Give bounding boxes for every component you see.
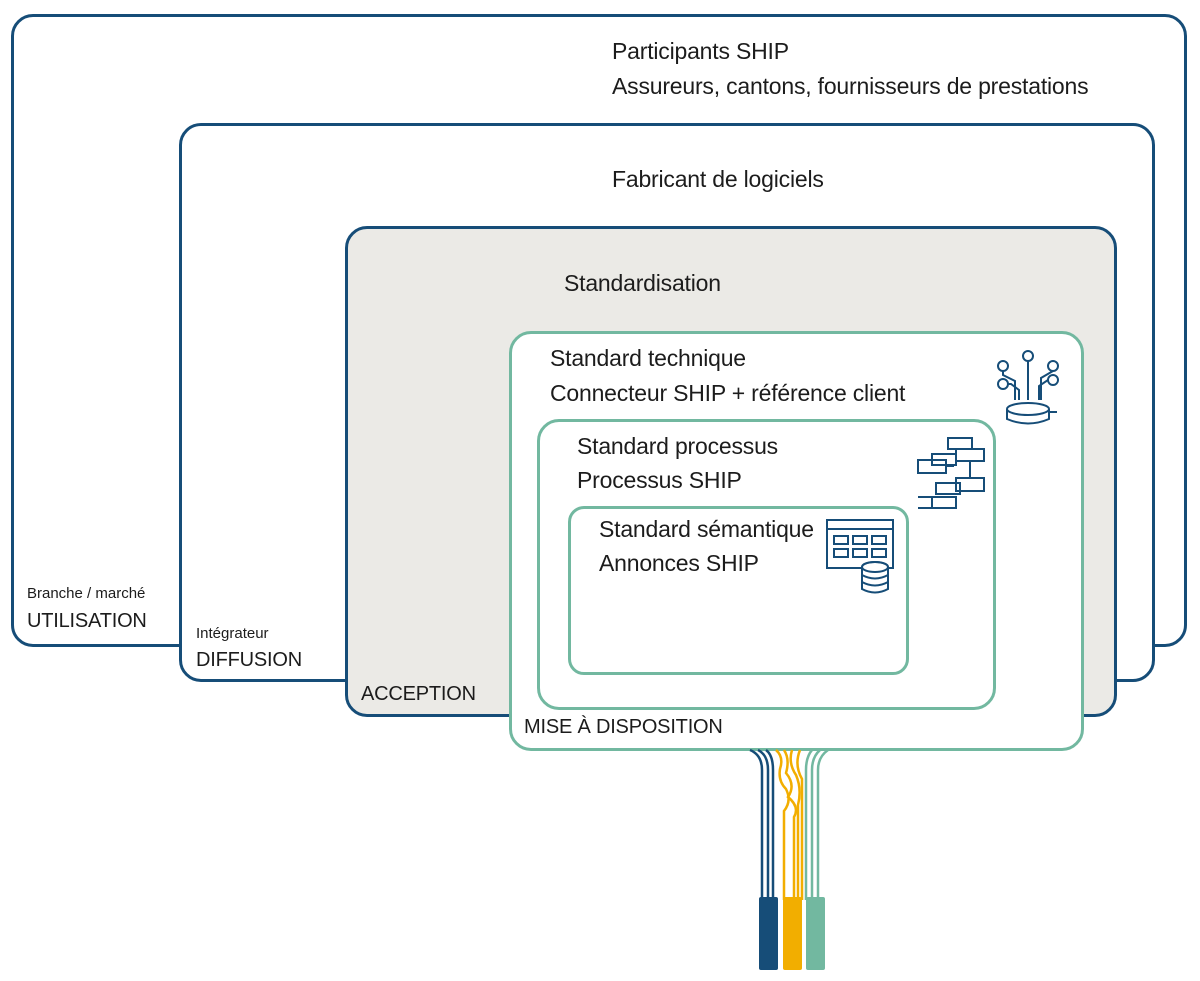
software-title: Fabricant de logiciels: [612, 166, 824, 192]
software-small-label: Intégrateur: [196, 625, 269, 642]
database-network-icon: [997, 350, 1059, 425]
semantic-standard-title: Standard sémantique: [599, 516, 814, 542]
standardisation-caption: ACCEPTION: [361, 683, 476, 705]
technical-standard-caption: MISE À DISPOSITION: [524, 716, 723, 738]
data-stream-cables: [749, 748, 829, 970]
standardisation-title: Standardisation: [564, 270, 721, 296]
technical-standard-subtitle: Connecteur SHIP + référence client: [550, 380, 906, 406]
software-caption: DIFFUSION: [196, 649, 302, 671]
table-database-icon: [826, 519, 894, 594]
participants-caption: UTILISATION: [27, 610, 147, 632]
participants-title: Participants SHIP: [612, 38, 789, 64]
participants-subtitle: Assureurs, cantons, fournisseurs de pres…: [612, 73, 1089, 99]
participants-small-label: Branche / marché: [27, 585, 146, 602]
process-flow-icon: [917, 437, 985, 509]
process-standard-title: Standard processus: [577, 433, 778, 459]
semantic-standard-subtitle: Annonces SHIP: [599, 550, 759, 576]
process-standard-subtitle: Processus SHIP: [577, 467, 742, 493]
semantic-standard-box: [568, 506, 909, 675]
technical-standard-title: Standard technique: [550, 345, 746, 371]
